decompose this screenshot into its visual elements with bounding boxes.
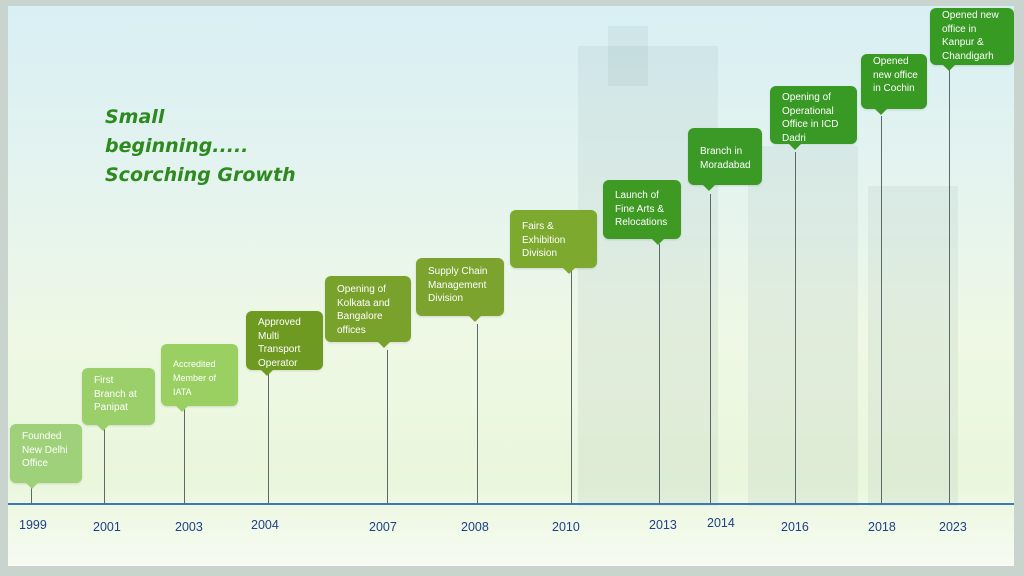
milestone-text: Opening of Kolkata and Bangalore offices	[337, 284, 390, 336]
milestone-text: Branch in Moradabad	[700, 146, 751, 171]
milestone-stem	[795, 152, 796, 504]
milestone-year-2007: 2007	[369, 520, 397, 534]
headline: Small beginning..... Scorching Growth	[105, 103, 325, 190]
background-building	[868, 186, 958, 506]
milestone-stem	[184, 406, 185, 504]
milestone-text: Opening of Operational Office in ICD Dad…	[782, 92, 839, 144]
milestone-2004-callout: Approved Multi Transport Operator	[246, 311, 323, 376]
milestone-2003-callout: Accredited Member of IATA	[161, 344, 238, 412]
milestone-text: Approved Multi Transport Operator	[258, 317, 301, 369]
milestone-1999-callout: Founded New Delhi Office	[10, 424, 82, 489]
milestone-year-2016: 2016	[781, 520, 809, 534]
milestone-year-2003: 2003	[175, 520, 203, 534]
background-building	[608, 26, 648, 86]
milestone-2007-callout: Opening of Kolkata and Bangalore offices	[325, 276, 411, 348]
milestone-2023-callout: Opened new office in Kanpur & Chandigarh	[930, 8, 1014, 71]
milestone-text: Fairs & Exhibition Division	[522, 221, 566, 259]
milestone-text: First Branch at Panipat	[94, 375, 137, 413]
milestone-2001-callout: First Branch at Panipat	[82, 368, 155, 431]
milestone-2008-callout: Supply Chain Management Division	[416, 258, 504, 322]
milestone-text: Founded New Delhi Office	[22, 431, 68, 469]
milestone-stem	[31, 483, 32, 504]
milestone-stem	[881, 116, 882, 504]
milestone-year-2004: 2004	[251, 518, 279, 532]
milestone-stem	[659, 244, 660, 504]
milestone-year-2008: 2008	[461, 520, 489, 534]
milestone-stem	[104, 426, 105, 504]
milestone-year-2010: 2010	[552, 520, 580, 534]
milestone-text: Accredited Member of IATA	[173, 359, 217, 397]
milestone-2010-callout: Fairs & Exhibition Division	[510, 210, 597, 274]
milestone-year-2023: 2023	[939, 520, 967, 534]
timeline-axis	[8, 503, 1014, 505]
milestone-2014-callout: Branch in Moradabad	[688, 128, 762, 191]
milestone-2018-callout: Opened new office in Cochin	[861, 54, 927, 115]
milestone-year-1999: 1999	[19, 518, 47, 532]
milestone-text: Launch of Fine Arts & Relocations	[615, 190, 668, 228]
timeline-slide: Small beginning..... Scorching Growth Fo…	[8, 6, 1014, 566]
milestone-stem	[268, 371, 269, 504]
background-building	[748, 146, 858, 506]
milestone-year-2014: 2014	[707, 516, 735, 530]
milestone-stem	[387, 350, 388, 504]
milestone-year-2018: 2018	[868, 520, 896, 534]
milestone-text: Opened new office in Cochin	[873, 56, 918, 94]
background-building	[578, 46, 718, 506]
milestone-stem	[571, 271, 572, 504]
milestone-2013-callout: Launch of Fine Arts & Relocations	[603, 180, 681, 245]
milestone-text: Opened new office in Kanpur & Chandigarh	[942, 10, 999, 62]
milestone-stem	[477, 324, 478, 504]
milestone-text: Supply Chain Management Division	[428, 266, 488, 304]
milestone-2016-callout: Opening of Operational Office in ICD Dad…	[770, 86, 857, 150]
headline-line-3: Scorching Growth	[105, 164, 296, 186]
milestone-stem	[710, 194, 711, 504]
milestone-year-2001: 2001	[93, 520, 121, 534]
headline-line-1: Small	[105, 106, 165, 128]
headline-line-2: beginning.....	[105, 135, 249, 157]
milestone-stem	[949, 70, 950, 504]
milestone-year-2013: 2013	[649, 518, 677, 532]
